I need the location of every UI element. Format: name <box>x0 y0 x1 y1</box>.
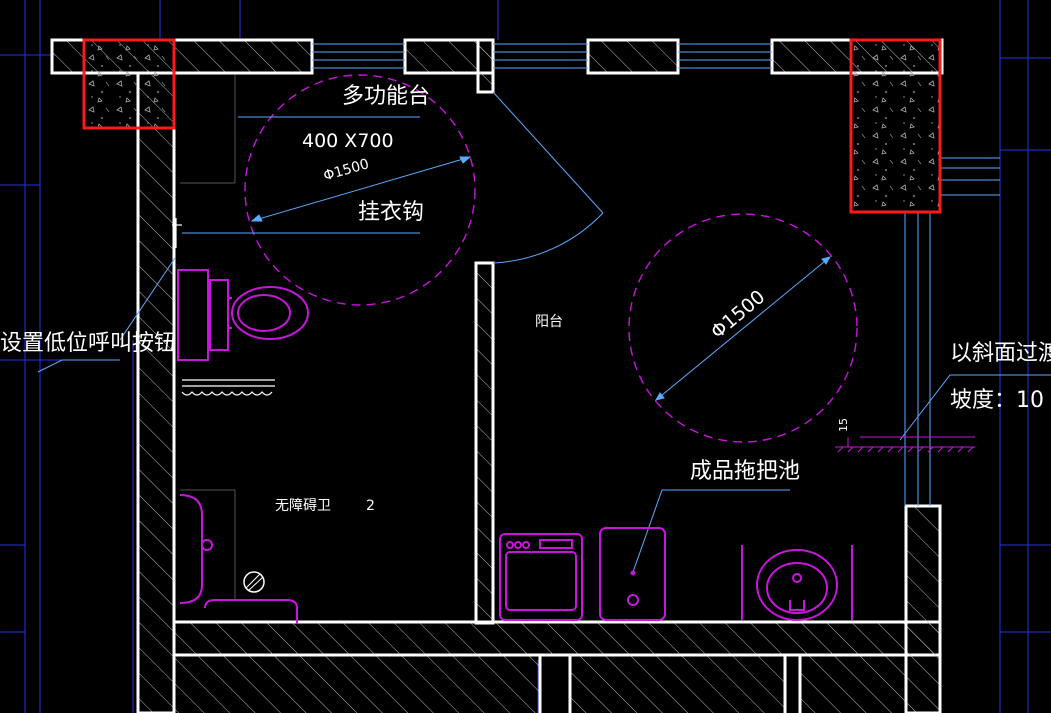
label-step-height: 15 <box>837 418 850 432</box>
label-table-size: 400 X700 <box>302 130 394 152</box>
diameter-lines <box>250 156 832 401</box>
columns <box>82 38 942 214</box>
floor-drain <box>243 571 265 593</box>
label-accessible-wc: 无障碍卫 <box>275 498 331 514</box>
walls <box>50 38 944 713</box>
washing-machine <box>499 533 583 621</box>
label-slope-transition: 以斜面过渡 <box>950 341 1051 366</box>
aux-lines <box>180 75 236 600</box>
label-coat-hook: 挂衣钩 <box>358 200 425 225</box>
label-multi-function-table: 多功能台 <box>342 84 431 109</box>
windows <box>312 43 1000 506</box>
toilet <box>177 269 309 361</box>
slope-step <box>835 436 975 453</box>
leaders <box>37 116 1051 573</box>
door-swing <box>492 91 604 264</box>
mop-sink <box>599 527 666 621</box>
label-slope-ratio: 坡度：10 <box>950 388 1044 413</box>
label-room-number: 2 <box>366 498 375 514</box>
wc-basin <box>179 494 298 624</box>
label-balcony: 阳台 <box>535 314 563 330</box>
label-mop-sink: 成品拖把池 <box>690 459 801 484</box>
turning-circles <box>244 74 858 443</box>
wash-basin <box>741 545 853 621</box>
grab-bar <box>172 218 275 396</box>
label-low-call-button: 设置低位呼叫按钮 <box>0 331 177 356</box>
